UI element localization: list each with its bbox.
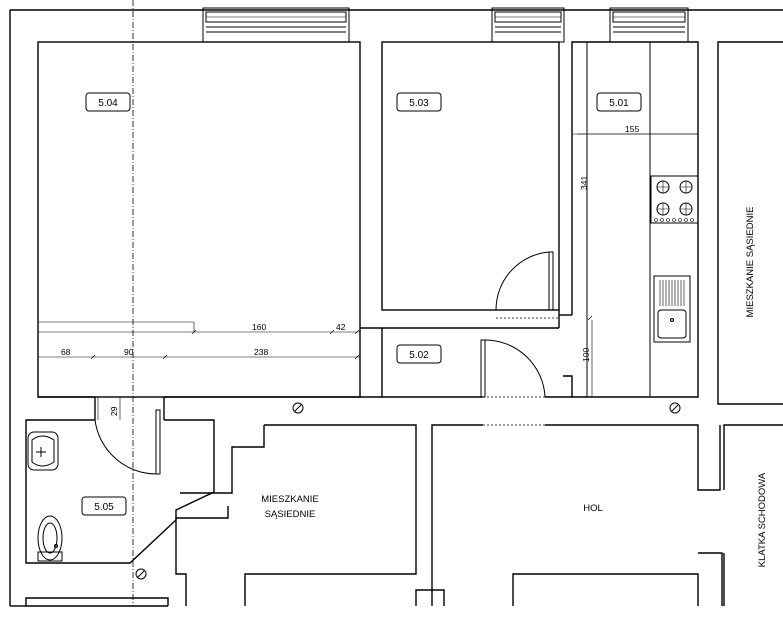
vent-icon bbox=[669, 402, 681, 414]
vent-symbols bbox=[135, 402, 681, 580]
svg-text:5.04: 5.04 bbox=[98, 98, 118, 109]
door-503 bbox=[495, 251, 559, 319]
neighbor-left-outline bbox=[244, 424, 417, 606]
neighbor-left-label-line2: SĄSIEDNIE bbox=[265, 509, 316, 520]
door-502 bbox=[480, 339, 546, 426]
sink-icon bbox=[653, 275, 691, 343]
vent-icon bbox=[135, 568, 147, 580]
dim-238: 238 bbox=[254, 347, 268, 357]
svg-text:5.02: 5.02 bbox=[409, 350, 429, 361]
shower-icon bbox=[27, 431, 59, 471]
neighbor-right-label: MIESZKANIE SĄSIEDNIE bbox=[745, 207, 756, 318]
svg-text:5.05: 5.05 bbox=[94, 502, 114, 513]
bathroom-fixtures bbox=[27, 431, 63, 562]
svg-text:5.03: 5.03 bbox=[409, 98, 429, 109]
room-label-504: 5.04 bbox=[85, 92, 131, 112]
staircase-label: KLATKA SCHODOWA bbox=[757, 472, 768, 567]
neighbor-left-label-line1: MIESZKANIE bbox=[261, 494, 319, 505]
window-501 bbox=[609, 7, 689, 43]
doors bbox=[94, 251, 559, 475]
room-labels: 5.04 5.03 5.01 5.02 5.05 bbox=[81, 92, 642, 516]
dim-341: 341 bbox=[579, 176, 589, 190]
svg-text:5.01: 5.01 bbox=[609, 98, 629, 109]
room-503-outline bbox=[381, 41, 560, 311]
dim-160: 160 bbox=[252, 322, 266, 332]
dim-155: 155 bbox=[625, 124, 639, 134]
vent-icon bbox=[292, 402, 304, 414]
dim-68: 68 bbox=[61, 347, 71, 357]
dimension-texts: 160 42 68 90 238 29 155 341 100 bbox=[61, 124, 639, 416]
window-504 bbox=[202, 7, 350, 43]
room-label-501: 5.01 bbox=[596, 92, 642, 112]
area-labels: MIESZKANIE SĄSIEDNIE HOL MIESZKANIE SĄSI… bbox=[261, 207, 768, 568]
room-label-503: 5.03 bbox=[396, 92, 442, 112]
window-503 bbox=[491, 7, 565, 43]
hall-outline bbox=[431, 424, 483, 606]
neighbor-right-outline bbox=[717, 41, 783, 405]
room-label-502: 5.02 bbox=[396, 344, 442, 364]
stove-icon bbox=[650, 175, 699, 224]
dim-100: 100 bbox=[581, 348, 591, 362]
dim-42: 42 bbox=[336, 322, 346, 332]
hall-label: HOL bbox=[583, 503, 603, 514]
door-505 bbox=[94, 396, 164, 475]
room-label-505: 5.05 bbox=[81, 496, 127, 516]
room-501-outline bbox=[563, 41, 699, 398]
windows bbox=[202, 7, 689, 43]
dimension-lines bbox=[38, 133, 698, 420]
dim-90: 90 bbox=[124, 347, 134, 357]
toilet-icon bbox=[37, 515, 63, 562]
walls bbox=[9, 9, 783, 607]
dim-29: 29 bbox=[109, 406, 119, 416]
